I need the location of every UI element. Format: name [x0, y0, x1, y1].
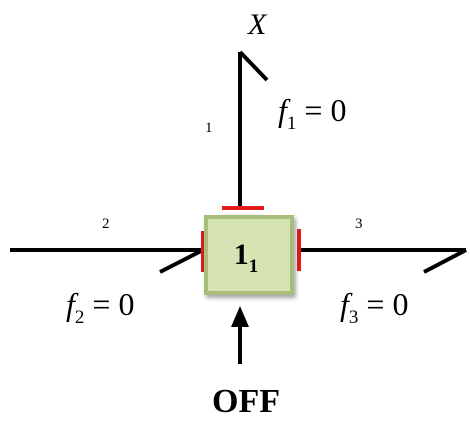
flow-label-2: f2 = 0: [66, 286, 134, 328]
bond-number-1: 1: [205, 120, 213, 136]
input-arrow: [231, 306, 249, 364]
svg-text:11: 11: [234, 238, 259, 277]
junction-node[interactable]: 11: [204, 215, 294, 295]
flow-label-3: f3 = 0: [340, 286, 408, 328]
bond-1: [222, 50, 269, 210]
junction-label-sub: 1: [249, 256, 259, 277]
junction-label: 1: [234, 238, 249, 271]
bond-number-2: 2: [102, 216, 110, 232]
effort-label-x: X: [247, 8, 268, 41]
input-label-off: OFF: [212, 383, 280, 420]
bond-3: [297, 229, 467, 274]
bond-2: [10, 231, 205, 274]
bond-number-3: 3: [355, 216, 363, 232]
flow-label-1: f1 = 0: [278, 92, 346, 134]
